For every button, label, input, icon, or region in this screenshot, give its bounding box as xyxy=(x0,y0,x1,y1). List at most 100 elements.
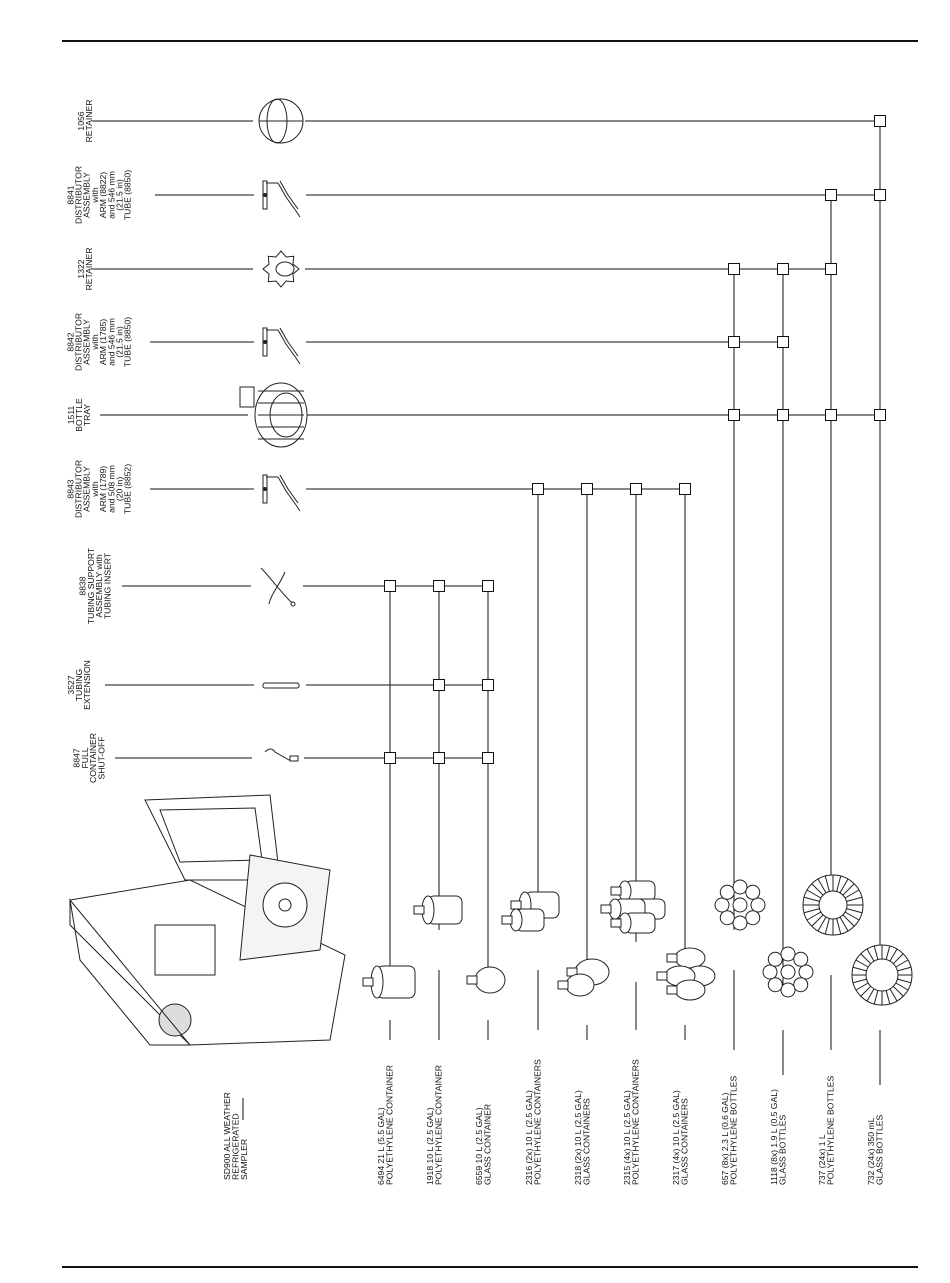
compat-node xyxy=(825,409,837,421)
ring-bottle xyxy=(885,945,891,960)
tubing-extension-3527-icon xyxy=(262,682,300,689)
ring-bottle xyxy=(889,948,898,962)
distributor-arm-edge xyxy=(279,327,299,357)
accessory-label-line: TUBE (8850) xyxy=(123,317,133,367)
ring-bottle xyxy=(811,883,824,896)
container-2316-icon-b xyxy=(501,908,545,932)
compat-node xyxy=(679,483,691,495)
ring-bottle xyxy=(897,966,912,972)
ring-bottle xyxy=(824,875,830,892)
accessory-label-line: ARM (1785) xyxy=(98,319,108,365)
accessory-label-line: (21.5 in) xyxy=(115,179,125,211)
accessory-label-line: FULL xyxy=(80,747,90,768)
container-2315-icon xyxy=(610,880,656,902)
ring-bottle xyxy=(852,966,867,972)
container-label-line: 6494 21 L (5.5 GAL) xyxy=(376,1107,386,1185)
accessory-label-line: 8838 xyxy=(78,576,88,595)
distributor-bolt xyxy=(263,340,267,344)
ring-bottle xyxy=(852,978,867,984)
distributor-arm-edge xyxy=(279,180,299,210)
ring-inner xyxy=(818,890,848,920)
accessory-label-line: RETAINER xyxy=(84,248,94,291)
container-label-c1118: 1118 (8x) 1.9 L (0.5 GAL)GLASS BOTTLES xyxy=(769,1089,787,1185)
retainer-1322-icon xyxy=(262,250,300,288)
distributor-8841-icon xyxy=(262,180,301,218)
container-label-c732: 732 (24x) 350 mLGLASS BOTTLES xyxy=(866,1115,884,1185)
compat-node xyxy=(874,189,886,201)
container-2318-icon-b xyxy=(557,973,595,997)
bottle-body xyxy=(674,979,706,1001)
container-label-line: GLASS CONTAINERS xyxy=(679,1098,689,1185)
bottle-neck xyxy=(557,980,569,990)
ring-bottle xyxy=(844,911,860,921)
accessory-label-line: BOTTLE xyxy=(74,398,84,432)
accessory-label-line: with xyxy=(90,481,100,498)
accessory-label-line: 3527 xyxy=(66,675,76,694)
bottle-neck xyxy=(666,985,678,995)
ring-bottle xyxy=(895,982,909,991)
bottle-body xyxy=(474,966,506,994)
compat-node xyxy=(728,409,740,421)
container-label-line: POLYETHYLENE CONTAINERS xyxy=(532,1059,542,1185)
bottle-body xyxy=(674,947,706,969)
compat-node xyxy=(874,115,886,127)
container-label-line: GLASS BOTTLES xyxy=(874,1115,884,1185)
ring-bottle xyxy=(803,908,820,914)
accessory-label-shutoff-8847: 8847FULLCONTAINERSHUT-OFF xyxy=(72,733,107,783)
retainer-hub xyxy=(275,261,295,277)
accessory-label-line: and 508 mm xyxy=(106,465,116,513)
compat-node xyxy=(825,263,837,275)
accessory-label-line: TUBING SUPPORT xyxy=(86,547,96,624)
ring-bottle xyxy=(895,959,909,968)
accessory-label-line: DISTRIBUTOR xyxy=(74,313,84,371)
ring-bottle xyxy=(866,948,875,962)
container-1118-bottle xyxy=(762,964,778,980)
container-label-line: POLYETHYLENE CONTAINER xyxy=(433,1065,443,1185)
container-label-c2318: 2318 (2x) 10 L (2.5 GAL)GLASS CONTAINERS xyxy=(573,1090,591,1185)
accessory-label-line: 8842 xyxy=(65,332,75,351)
compat-node xyxy=(433,752,445,764)
container-6559-icon xyxy=(466,966,506,994)
container-1118-bottle xyxy=(780,982,796,998)
sampler-distributor-hub xyxy=(278,898,292,912)
accessory-label-line: ASSEMBLY with xyxy=(94,554,104,617)
container-label-line: 1118 (8x) 1.9 L (0.5 GAL) xyxy=(769,1089,779,1185)
ring-bottle xyxy=(817,916,827,932)
accessory-label-distributor-8843: 8843DISTRIBUTORASSEMBLYwithARM (1789)and… xyxy=(65,460,132,518)
ring-bottle xyxy=(803,896,820,902)
accessory-label-line: ARM (8822) xyxy=(98,172,108,218)
accessory-label-line: and 546 mm xyxy=(106,318,116,366)
sampler-label-line: SD900 ALL WEATHER xyxy=(222,1092,232,1180)
accessory-label-line: RETAINER xyxy=(84,100,94,143)
accessory-label-tubing-extension-3527: 3527TUBINGEXTENSION xyxy=(66,660,92,710)
compat-node xyxy=(728,263,740,275)
container-label-c2315: 2315 (4x) 10 L (2.5 GAL)POLYETHYLENE CON… xyxy=(622,1059,640,1185)
ring-bottle xyxy=(836,875,842,892)
support-rod xyxy=(260,567,294,605)
ring-bottle xyxy=(860,985,872,997)
container-1118-bottle xyxy=(793,977,809,993)
compat-node xyxy=(777,409,789,421)
container-cap xyxy=(413,905,425,915)
ring-bottle xyxy=(897,978,912,984)
container-657-bottle xyxy=(732,879,748,895)
container-2317-icon xyxy=(666,947,706,969)
container-label-line: 2315 (4x) 10 L (2.5 GAL) xyxy=(622,1090,632,1185)
container-657-bottle xyxy=(719,884,735,900)
accessory-label-line: DISTRIBUTOR xyxy=(74,460,84,518)
top-rule xyxy=(62,40,918,42)
container-1118-bottle xyxy=(793,951,809,967)
container-label-c2316: 2316 (2x) 10 L (2.5 GAL)POLYETHYLENE CON… xyxy=(524,1059,542,1185)
accessory-label-line: TUBING xyxy=(74,668,84,701)
compat-node xyxy=(532,483,544,495)
accessory-label-line: TUBING INSERT xyxy=(102,552,112,619)
accessory-label-tubing-support-8838: 8838TUBING SUPPORTASSEMBLY withTUBING IN… xyxy=(78,547,113,624)
container-label-c657: 657 (8x) 2.3 L (0.6 GAL)POLYETHYLENE BOT… xyxy=(720,1076,738,1185)
accessory-label-line: EXTENSION xyxy=(82,660,92,710)
container-label-line: 1918 10 L (2.5 GAL) xyxy=(425,1107,435,1185)
ring-bottle xyxy=(866,988,875,1002)
container-6494-icon xyxy=(362,965,416,999)
container-label-line: 737 (24x) 1 L xyxy=(817,1134,827,1185)
container-1918-icon xyxy=(413,895,463,925)
compat-node xyxy=(874,409,886,421)
